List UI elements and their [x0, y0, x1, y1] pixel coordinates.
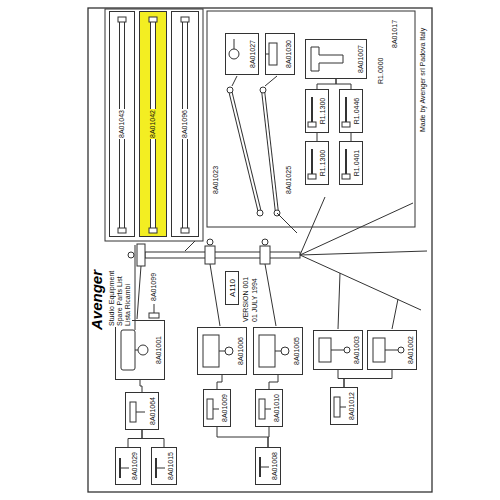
part-number: 8A01030 [285, 39, 293, 69]
header-text: VERSION 001 [242, 276, 250, 323]
brand-title: Avenger [89, 270, 105, 330]
callout-number: 8A01023 [212, 165, 220, 195]
part-number: 8A01012 [348, 391, 356, 421]
callout-number: 8A01099 [150, 272, 158, 302]
part-number: 8A01005 [293, 336, 301, 366]
part-number: R1.0446 [353, 97, 361, 125]
part-box: R1.1300 [305, 89, 329, 133]
callout-number: 8A01017 [391, 19, 399, 49]
tree-connector [344, 370, 392, 387]
parts-sheet: Avenger 8A01043 8A01042 8A01096 8A01027 8A010… [85, 5, 435, 495]
callout-number: R1.0000 [377, 57, 385, 85]
part-number: 8A01029 [131, 451, 139, 481]
tree-connector [217, 375, 222, 389]
part-number: 8A01042 [149, 109, 157, 139]
part-box: 8A01027 [225, 33, 259, 75]
part-box: 8A01007 [305, 39, 367, 79]
part-number: R1.1300 [319, 149, 327, 177]
part-box: 8A01006 [197, 327, 247, 375]
part-number: 8A01015 [167, 451, 175, 481]
tree-connector [142, 430, 164, 447]
part-box: 8A01015 [151, 447, 177, 485]
tree-connector [336, 79, 351, 89]
part-number: A110 [228, 278, 237, 298]
callout-number: 8A01025 [285, 165, 293, 195]
part-box: 8A01010 [255, 389, 283, 427]
part-box: R1.1300 [305, 141, 329, 185]
header-text: Spare Parts List [116, 275, 124, 327]
rod-part-box: 8A01043 [109, 11, 135, 237]
part-number: R1.1300 [319, 97, 327, 125]
part-box: 8A01002 [367, 330, 417, 370]
part-number: 8A01002 [407, 335, 415, 365]
header-text: Lista Ricambi [124, 283, 132, 327]
part-box: 8A01030 [265, 33, 295, 75]
header-text: 01 JULY 1994 [251, 277, 259, 323]
part-number: 8A01043 [118, 109, 126, 139]
part-box: A110 [225, 271, 239, 305]
part-number: 8A01027 [249, 39, 257, 69]
part-number: R1.0401 [353, 149, 361, 177]
header-text: Studio Equipment [108, 270, 116, 327]
part-box: 8A01001 [115, 320, 165, 380]
part-box: 8A01064 [125, 392, 159, 430]
part-box: 8A01005 [253, 327, 303, 375]
part-box: 8A01003 [313, 330, 363, 370]
part-box: R1.0401 [339, 141, 363, 185]
tree-connector [268, 427, 269, 447]
tree-connector [269, 375, 278, 389]
part-box: 8A01009 [203, 389, 231, 427]
part-number: 8A01006 [237, 336, 245, 366]
part-number: 8A01007 [357, 44, 365, 74]
part-number: 8A01001 [155, 335, 163, 365]
part-box: 8A01012 [330, 387, 358, 425]
part-box: R1.0446 [339, 89, 363, 133]
rod-part-box: 8A01096 [171, 11, 199, 237]
tree-connector [317, 133, 318, 141]
part-number: 8A01010 [273, 393, 281, 423]
tree-connector [217, 427, 268, 447]
part-box: 8A01008 [255, 447, 281, 485]
part-number: 8A01009 [221, 393, 229, 423]
part-number: 8A01096 [181, 109, 189, 139]
tree-connector [128, 430, 142, 447]
part-number: 8A01064 [149, 396, 157, 426]
part-box: 8A01029 [115, 447, 141, 485]
tree-connector [338, 370, 344, 387]
part-number: 8A01008 [271, 451, 279, 481]
tree-connector [317, 79, 336, 89]
tree-connector [351, 133, 352, 141]
part-number: 8A01003 [353, 335, 361, 365]
rod-part-box: 8A01042 [139, 11, 167, 237]
maker-note: Made by Avenger srl Padova Italy [419, 27, 427, 133]
tree-connector [140, 380, 142, 392]
